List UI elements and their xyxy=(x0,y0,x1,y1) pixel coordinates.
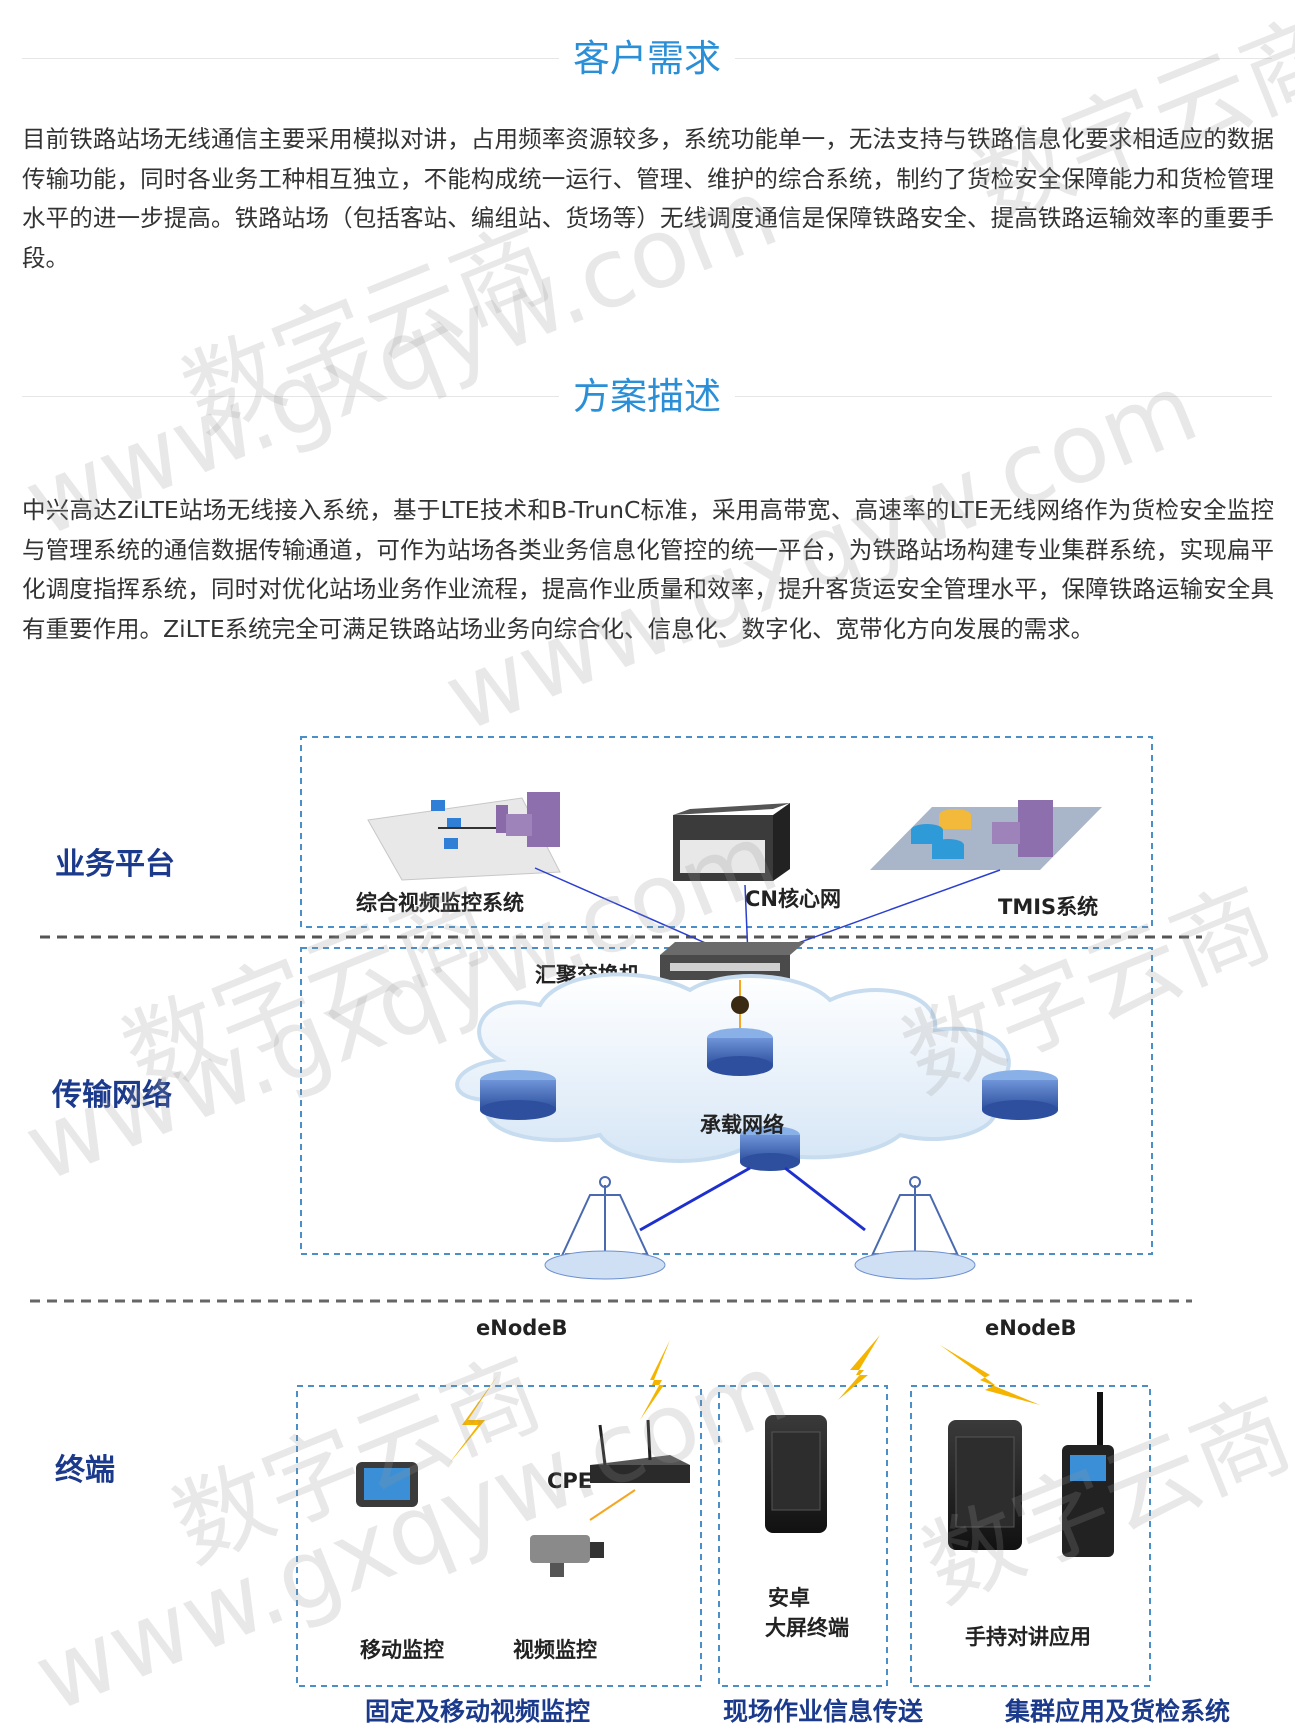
lightning-icon xyxy=(640,1340,670,1420)
group-caption-right: 集群应用及货检系统 xyxy=(1004,1697,1230,1726)
terminal-group-left-box xyxy=(296,1385,702,1687)
video-camera-icon xyxy=(530,1535,604,1577)
cpe-router-icon xyxy=(590,1419,690,1483)
link-router-enodeb-right xyxy=(784,1166,866,1232)
section-header-solution: 方案描述 xyxy=(22,372,1272,422)
cpe-label: CPE xyxy=(547,1469,592,1493)
layer-label-terminal: 终端 xyxy=(55,1453,115,1488)
group-caption-left: 固定及移动视频监控 xyxy=(365,1697,590,1726)
architecture-diagram: 综合视频监控系统 CN核心网 TMIS系统 汇聚交换机 承载网络 xyxy=(30,736,1230,1726)
lightning-icon xyxy=(838,1335,880,1400)
layer-label-service: 业务平台 xyxy=(55,847,175,882)
handheld-phone-icon xyxy=(948,1420,1022,1550)
enodeb-tower-left-icon xyxy=(544,1176,666,1280)
mobile-monitor-label: 移动监控 xyxy=(360,1638,444,1662)
video-system-label: 综合视频监控系统 xyxy=(356,891,524,915)
lightning-icon xyxy=(448,1375,498,1465)
enodeb-right-label: eNodeB xyxy=(985,1316,1077,1340)
section-header-requirements: 客户需求 xyxy=(22,34,1272,84)
cn-core-network-server-icon xyxy=(673,803,790,881)
walkie-talkie-icon xyxy=(1062,1392,1114,1557)
fire-icon xyxy=(731,996,749,1014)
android-terminal-label-line2: 大屏终端 xyxy=(765,1616,849,1640)
terminal-group-right-box xyxy=(910,1385,1151,1687)
android-phone-icon xyxy=(765,1415,827,1533)
link-video-switch xyxy=(534,867,736,957)
requirements-paragraph: 目前铁路站场无线通信主要采用模拟对讲，占用频率资源较多，系统功能单一，无法支持与… xyxy=(22,125,1274,272)
terminal-group-middle-box xyxy=(718,1385,888,1687)
tmis-label: TMIS系统 xyxy=(998,895,1098,919)
router-icon-bottom xyxy=(740,1126,800,1171)
lightning-icon xyxy=(940,1345,1040,1405)
enodeb-left-label: eNodeB xyxy=(476,1316,568,1340)
group-caption-middle: 现场作业信息传送 xyxy=(723,1697,923,1726)
link-cpe-camera xyxy=(589,1489,636,1521)
service-platform-box xyxy=(300,736,1153,928)
link-router-enodeb-left xyxy=(639,1166,751,1232)
router-icon-left xyxy=(480,1070,556,1120)
section-title: 方案描述 xyxy=(22,372,1272,422)
link-tmis-switch xyxy=(761,869,1001,957)
video-surveillance-system-icon xyxy=(367,792,561,881)
router-icon-right xyxy=(982,1070,1058,1120)
transport-network-box xyxy=(300,947,1153,1255)
mobile-monitor-device-icon xyxy=(356,1462,418,1507)
section-title: 客户需求 xyxy=(22,34,1272,84)
cn-core-label: CN核心网 xyxy=(745,887,841,911)
aggregation-switch-icon xyxy=(660,942,805,980)
solution-paragraph: 中兴高达ZiLTE站场无线接入系统，基于LTE技术和B-TrunC标准，采用高带… xyxy=(22,496,1274,643)
handheld-talk-label: 手持对讲应用 xyxy=(965,1625,1091,1649)
video-monitor-label: 视频监控 xyxy=(513,1638,597,1662)
router-icon-top xyxy=(707,1028,773,1076)
layer-label-transport: 传输网络 xyxy=(51,1078,172,1113)
enodeb-tower-right-icon xyxy=(854,1176,976,1280)
bearer-network-label: 承载网络 xyxy=(700,1113,784,1137)
tmis-system-icon xyxy=(870,800,1102,870)
android-terminal-label-line1: 安卓 xyxy=(768,1586,810,1610)
